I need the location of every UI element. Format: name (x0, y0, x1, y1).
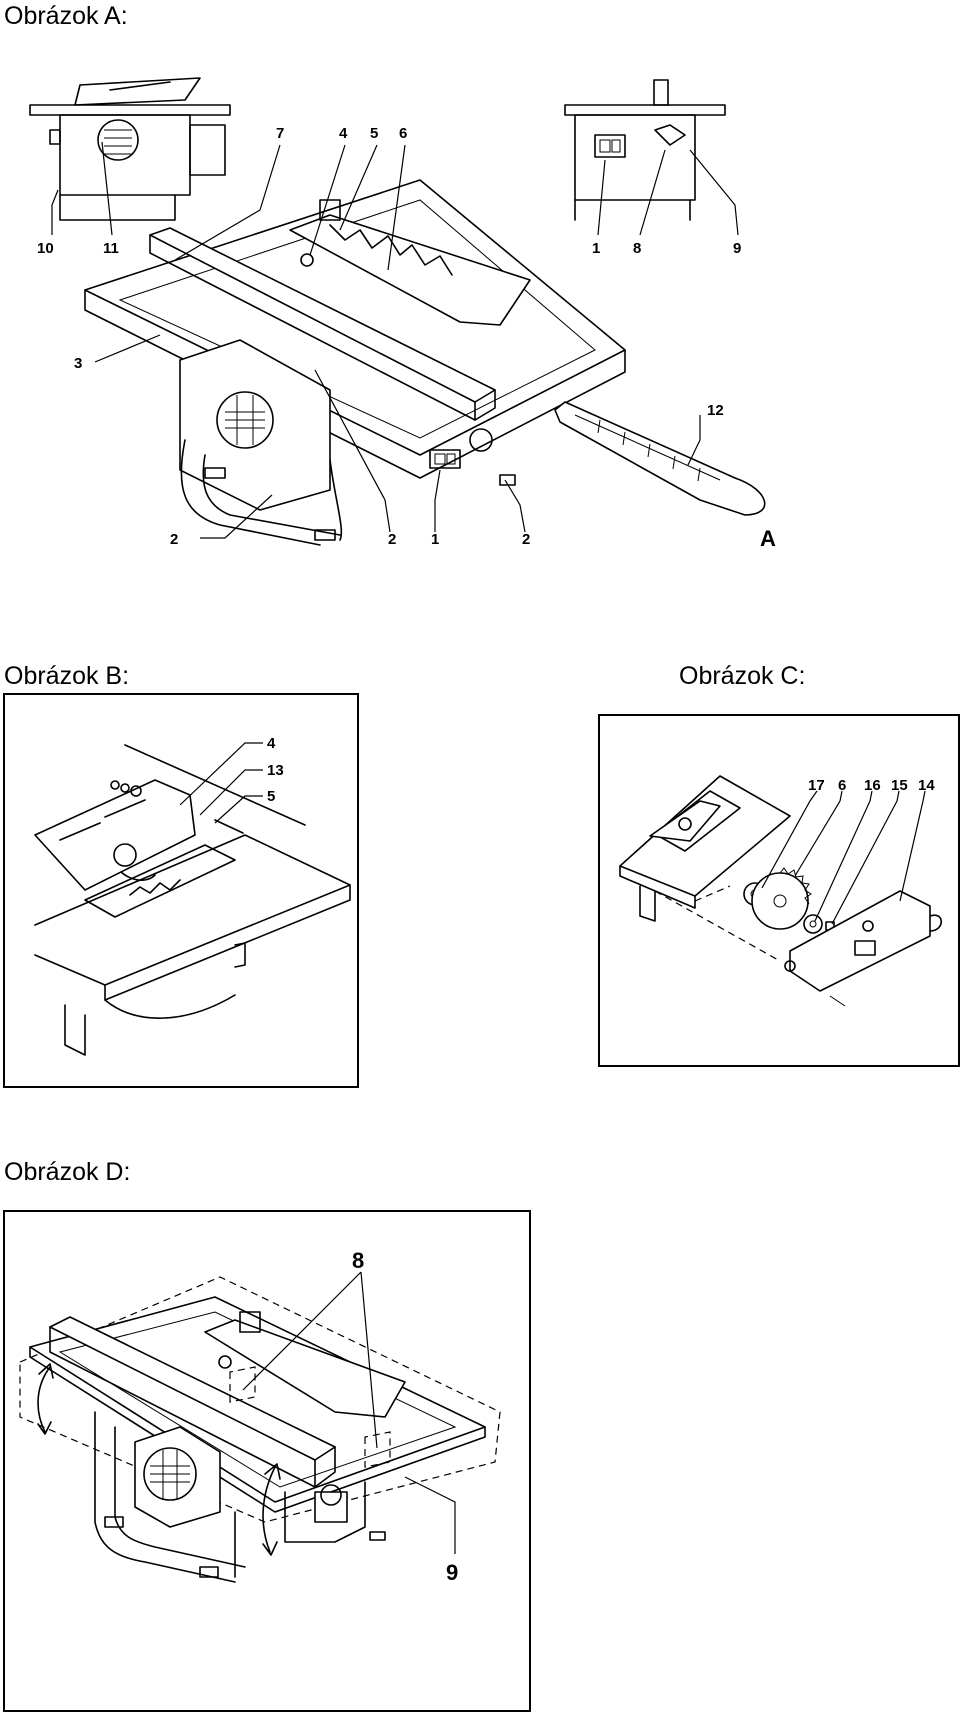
figure-c-label-6: 6 (838, 777, 846, 794)
figure-a-label-9: 9 (733, 240, 741, 257)
figure-c-label-14: 14 (918, 777, 935, 794)
figure-a-label-2-mid: 2 (388, 531, 396, 548)
figure-a-label-2-right: 2 (522, 531, 530, 548)
figure-c-frame: 17 6 16 15 14 (598, 714, 960, 1067)
figure-b-heading: Obrázok B: (4, 662, 130, 690)
figure-a-corner-letter: A (760, 526, 776, 551)
figure-a-label-1-bottom: 1 (431, 531, 439, 548)
figure-d-drawing (19, 1276, 501, 1583)
figure-a-heading: Obrázok A: (4, 2, 128, 30)
figure-a-label-11: 11 (103, 240, 119, 257)
figure-a-leaders (51, 141, 739, 539)
figure-d-frame: 8 9 (3, 1210, 531, 1712)
figure-b-frame: 4 13 5 (3, 693, 359, 1088)
figure-a-label-10: 10 (37, 240, 54, 257)
figure-a-label-2-left: 2 (170, 531, 178, 548)
figure-d-label-8: 8 (352, 1248, 364, 1273)
figure-c-drawing (619, 775, 943, 1007)
figure-b-label-13: 13 (267, 762, 284, 779)
figure-c-heading: Obrázok C: (679, 662, 806, 690)
figure-a-label-3: 3 (74, 355, 82, 372)
figure-a-label-12: 12 (707, 402, 724, 419)
figure-a-front-view (564, 79, 726, 221)
figure-a-part-12 (554, 401, 766, 516)
figure-a-drawing: 10 11 7 4 5 6 1 8 9 3 12 2 2 1 2 A (0, 60, 960, 620)
figure-d-heading: Obrázok D: (4, 1158, 131, 1186)
figure-c-label-16: 16 (864, 777, 881, 794)
figure-b-label-4: 4 (267, 735, 276, 752)
figure-c-label-17: 17 (808, 777, 825, 794)
figure-b-drawing (34, 744, 351, 1056)
figure-a-label-8: 8 (633, 240, 641, 257)
figure-a-label-6: 6 (399, 125, 407, 142)
figure-b-label-5: 5 (267, 788, 275, 805)
figure-a-label-1-top: 1 (592, 240, 600, 257)
figure-a-label-5: 5 (370, 125, 378, 142)
figure-c-label-15: 15 (891, 777, 908, 794)
figure-a-label-7: 7 (276, 125, 284, 142)
figure-a-table-saw (84, 179, 626, 546)
figure-d-label-9: 9 (446, 1560, 458, 1585)
figure-a-label-4: 4 (339, 125, 348, 142)
figure-a-side-view (29, 77, 231, 221)
